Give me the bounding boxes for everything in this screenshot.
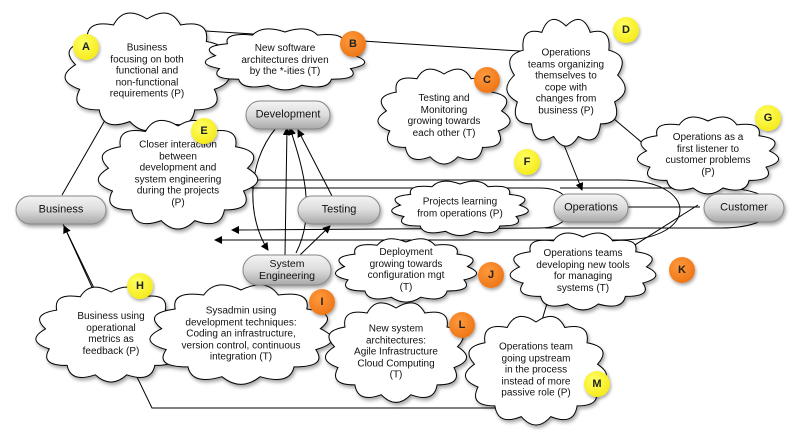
callout-l-text: New system architectures: Agile Infrastr… xyxy=(354,323,438,381)
callout-g-text: Operations as a first listener to custom… xyxy=(665,132,751,178)
badge-b: B xyxy=(340,31,366,57)
system-engineering-label: System Engineering xyxy=(258,258,316,282)
callout-d-text: Operations teams organizing themselves t… xyxy=(527,47,605,117)
arrow-h-to-business xyxy=(63,225,97,297)
development-node xyxy=(245,100,331,130)
customer-node xyxy=(703,193,785,223)
testing-label: Testing xyxy=(321,203,357,216)
arrow-sys-to-dev-curve xyxy=(288,127,307,254)
callout-f-text: Projects learning from operations (P) xyxy=(417,196,503,220)
badge-j: J xyxy=(478,262,504,288)
callout-d-cloud xyxy=(506,18,626,147)
development-label: Development xyxy=(255,108,321,121)
badge-a: A xyxy=(73,34,99,60)
badge-g: G xyxy=(755,105,781,131)
callout-i-text: Sysadmin using development techniques: C… xyxy=(181,305,301,363)
operations-label: Operations xyxy=(564,201,618,214)
system-engineering-node xyxy=(242,254,332,286)
callout-a-text: Business focusing on both functional and… xyxy=(109,42,185,100)
badge-k: K xyxy=(669,257,695,283)
callout-e-text: Closer interaction between development a… xyxy=(134,139,222,209)
callout-m-text: Operations team going upstream in the pr… xyxy=(499,341,573,399)
arrow-dev-to-sys xyxy=(252,127,277,251)
badge-l: L xyxy=(449,312,475,338)
badge-e: E xyxy=(191,118,217,144)
business-node xyxy=(15,195,107,225)
operations-node xyxy=(553,193,629,223)
badge-f: F xyxy=(514,149,540,175)
badge-m: M xyxy=(584,371,610,397)
callout-j-cloud xyxy=(335,238,477,303)
callout-m-cloud xyxy=(465,315,607,426)
badge-c: C xyxy=(474,67,500,93)
loop-e-to-left xyxy=(214,179,681,244)
testing-node xyxy=(297,195,381,225)
customer-label: Customer xyxy=(720,201,768,214)
callout-b-text: New software architectures driven by the… xyxy=(241,42,329,77)
arrow-testing-to-dev xyxy=(297,129,333,197)
badge-h: H xyxy=(127,273,153,299)
callout-f-cloud xyxy=(391,180,529,236)
business-label: Business xyxy=(38,203,84,216)
arrow-sys-to-dev xyxy=(282,127,291,256)
callout-c-cloud xyxy=(377,68,511,165)
callout-j-text: Deployment growing towards configuration… xyxy=(367,247,445,293)
callout-h-text: Business using operational metrics as fe… xyxy=(77,311,145,357)
callout-k-text: Operations teams developing new tools fo… xyxy=(536,248,630,294)
callout-c-text: Testing and Monitoring growing towards e… xyxy=(407,93,481,139)
callout-k-cloud xyxy=(509,232,657,311)
callout-e-cloud xyxy=(97,119,259,230)
badge-d: D xyxy=(613,17,639,43)
callout-g-cloud xyxy=(637,116,779,195)
arrow-sys-to-testing xyxy=(299,225,331,256)
badge-i: I xyxy=(309,289,335,315)
